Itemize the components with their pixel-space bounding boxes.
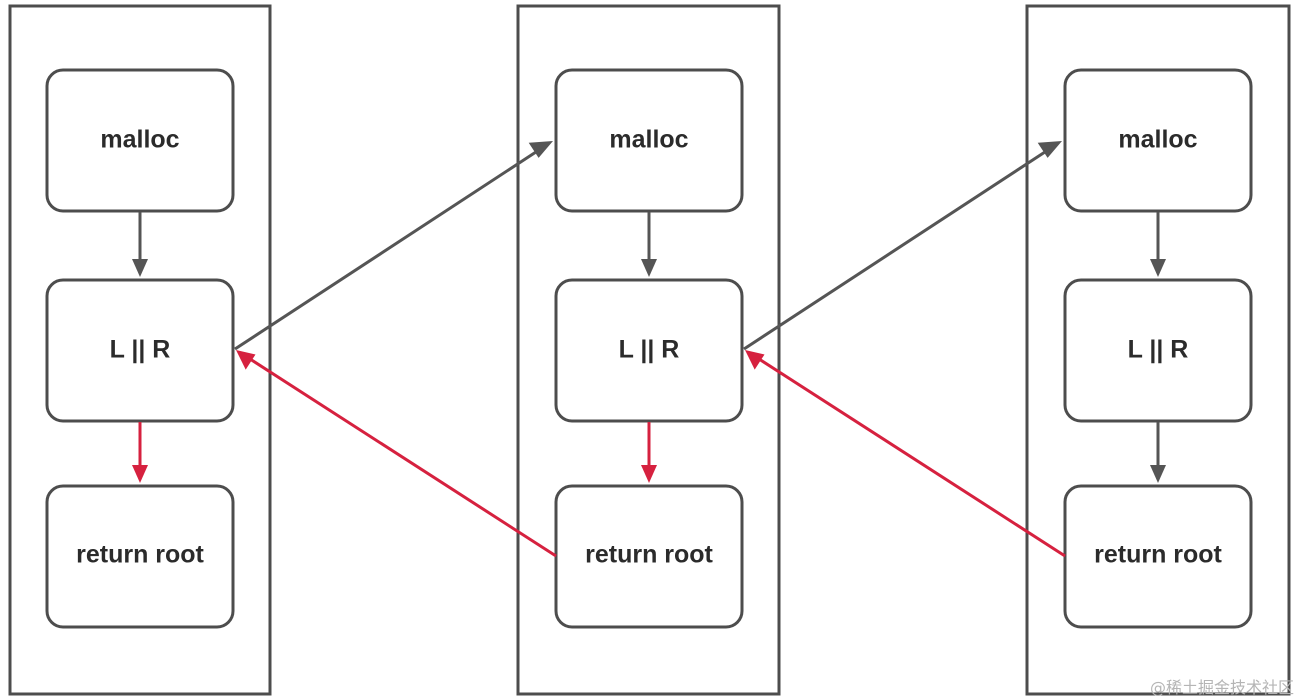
malloc-node-label: malloc <box>100 126 179 154</box>
return-node: return root <box>1063 484 1253 629</box>
return-node-label: return root <box>76 541 204 569</box>
watermark-text: @稀土掘金技术社区 <box>1149 678 1294 697</box>
frame-border <box>1025 4 1291 696</box>
malloc-node: malloc <box>45 68 235 213</box>
edge-malloc-to-condition <box>132 212 148 277</box>
return-node: return root <box>554 484 744 629</box>
return-node: return root <box>45 484 235 629</box>
edge-condition-to-return <box>132 422 148 483</box>
condition-node-label: L || R <box>110 336 171 364</box>
recursive-call-edge-2-to-3 <box>743 141 1062 351</box>
return-edge-2-to-1 <box>236 350 557 558</box>
call-frame-3: malloc L || R return root <box>1025 4 1291 696</box>
condition-node: L || R <box>1063 278 1253 423</box>
malloc-node: malloc <box>554 68 744 213</box>
edge-condition-to-return <box>1150 422 1166 483</box>
frame-border <box>516 4 781 696</box>
malloc-node: malloc <box>1063 68 1253 213</box>
call-frame-1: malloc L || R return root <box>8 4 272 696</box>
edge-malloc-to-condition <box>1150 212 1166 277</box>
return-node-label: return root <box>1094 541 1222 569</box>
edge-malloc-to-condition <box>641 212 657 277</box>
frame-border <box>8 4 272 696</box>
return-edge-3-to-2 <box>745 350 1066 558</box>
condition-node-label: L || R <box>1128 336 1189 364</box>
condition-node-label: L || R <box>619 336 680 364</box>
call-frame-2: malloc L || R return root <box>516 4 781 696</box>
malloc-node-label: malloc <box>1118 126 1197 154</box>
condition-node: L || R <box>554 278 744 423</box>
condition-node: L || R <box>45 278 235 423</box>
malloc-node-label: malloc <box>609 126 688 154</box>
recursive-call-edge-1-to-2 <box>234 141 553 351</box>
return-node-label: return root <box>585 541 713 569</box>
edge-condition-to-return <box>641 422 657 483</box>
